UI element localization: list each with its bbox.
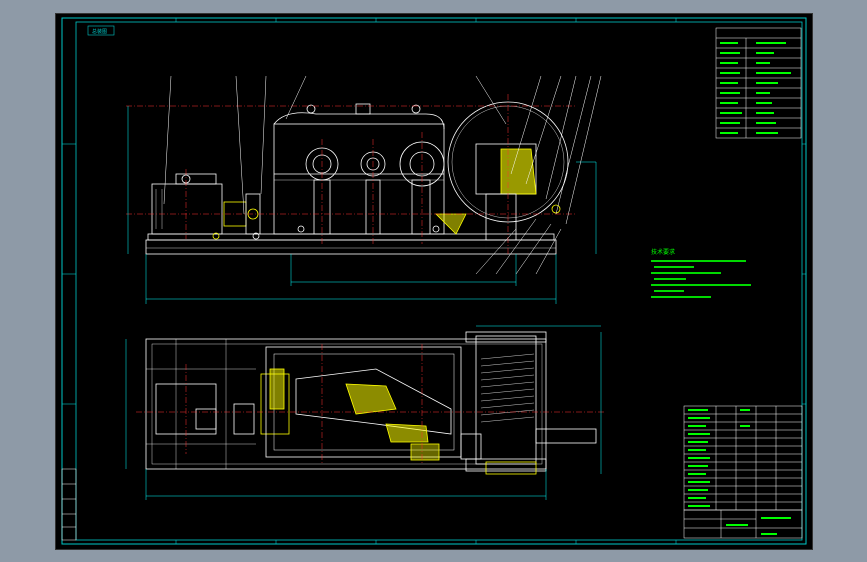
front-centerlines	[126, 94, 576, 254]
gearbox-body	[273, 123, 445, 235]
drum-top	[475, 335, 537, 465]
front-view	[145, 101, 569, 255]
gearbox-top	[265, 346, 462, 458]
spec-table-text	[720, 42, 791, 134]
upper-left-tag-text: 总装图	[92, 28, 107, 35]
title-block	[683, 509, 803, 539]
front-dimensions	[127, 106, 597, 304]
top-zone-ticks	[62, 18, 806, 544]
title-block-text	[726, 517, 791, 535]
motor-body	[151, 183, 223, 235]
top-view	[145, 331, 597, 475]
drawing-svg: 总装图	[61, 17, 807, 545]
inner-border	[75, 21, 803, 541]
top-base-frame	[145, 338, 547, 470]
upper-left-tag: 总装图	[87, 25, 115, 36]
notes-heading: 技术要求	[651, 248, 675, 256]
parts-list-text	[688, 409, 750, 507]
revision-strip	[61, 468, 77, 541]
outer-border	[61, 17, 807, 545]
front-leaders	[163, 75, 602, 275]
technical-notes: 技术要求	[651, 248, 751, 298]
cad-drawing-sheet[interactable]: 总装图	[55, 13, 813, 550]
spec-table	[715, 27, 802, 139]
top-dimensions	[125, 325, 602, 500]
parts-list	[683, 405, 803, 511]
top-centerlines	[136, 344, 606, 464]
